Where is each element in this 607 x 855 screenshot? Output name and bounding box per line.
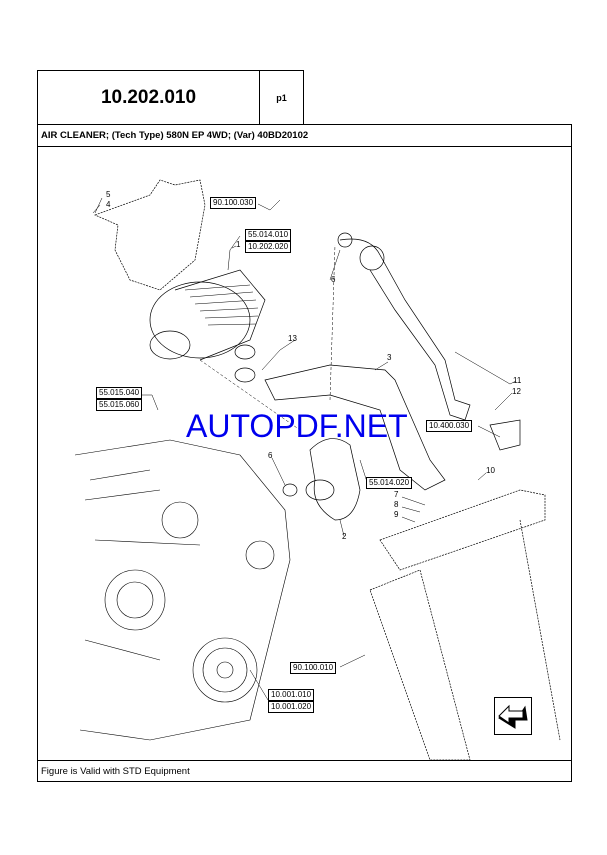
watermark: AUTOPDF.NET — [186, 408, 408, 444]
reference-label[interactable]: 10.001.010 — [268, 689, 315, 701]
reference-label[interactable]: 55.015.060 — [96, 399, 143, 411]
callout-number: 10 — [486, 466, 495, 475]
callout-number: 4 — [106, 200, 111, 209]
callout-number: 11 — [513, 376, 522, 385]
callout-number: 6 — [331, 275, 336, 284]
figure-footer: Figure is Valid with STD Equipment — [37, 760, 572, 782]
callout-number: 13 — [288, 334, 297, 343]
reference-label[interactable]: 10.400.030 — [426, 420, 473, 432]
callout-number: 2 — [342, 532, 347, 541]
callout-number: 12 — [512, 387, 521, 396]
callout-number: 3 — [387, 353, 392, 362]
arrow-back-icon[interactable] — [494, 697, 532, 735]
callout-number: 6 — [268, 451, 273, 460]
reference-label[interactable]: 55.015.040 — [96, 387, 143, 399]
reference-label[interactable]: 10.001.020 — [268, 701, 315, 713]
callout-number: 8 — [394, 500, 399, 509]
reference-label[interactable]: 90.100.010 — [290, 662, 337, 674]
reference-label[interactable]: 10.202.020 — [245, 241, 292, 253]
callout-number: 7 — [394, 490, 399, 499]
callout-number: 5 — [106, 190, 111, 199]
callout-number: 9 — [394, 510, 399, 519]
reference-label[interactable]: 90.100.030 — [210, 197, 257, 209]
reference-label[interactable]: 55.014.020 — [366, 477, 413, 489]
callout-number: 1 — [236, 240, 241, 249]
reference-label[interactable]: 55.014.010 — [245, 229, 292, 241]
